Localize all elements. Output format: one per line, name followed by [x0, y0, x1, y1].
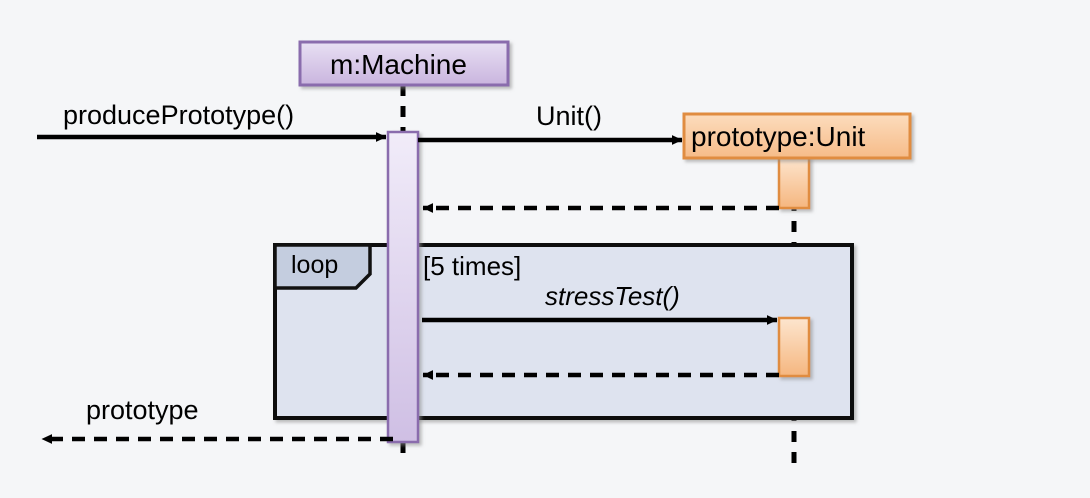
activation-bars [386, 130, 811, 444]
lifeline-label-machine: m:Machine [330, 49, 467, 80]
message-label-unit-constructor: Unit() [536, 101, 602, 131]
message-label-produce-prototype: producePrototype() [63, 100, 295, 130]
message-label-stress-test: stressTest() [545, 281, 680, 311]
lifeline-headers [298, 40, 912, 160]
lifeline-header-machine[interactable] [298, 40, 510, 87]
activation-prototype-stresstest [777, 316, 811, 378]
loop-fragment-guard-label: [5 times] [423, 251, 522, 281]
loop-fragment-tab [273, 243, 372, 290]
messages [37, 132, 779, 444]
loop-fragment-operator-label: loop [291, 251, 339, 279]
loop-fragment[interactable] [273, 243, 854, 420]
activation-prototype-construct [777, 155, 811, 210]
lifeline-header-prototype[interactable] [682, 112, 912, 160]
lifeline-label-prototype: prototype:Unit [691, 121, 866, 152]
activation-machine [386, 130, 420, 444]
message-label-prototype-return: prototype [86, 395, 199, 425]
